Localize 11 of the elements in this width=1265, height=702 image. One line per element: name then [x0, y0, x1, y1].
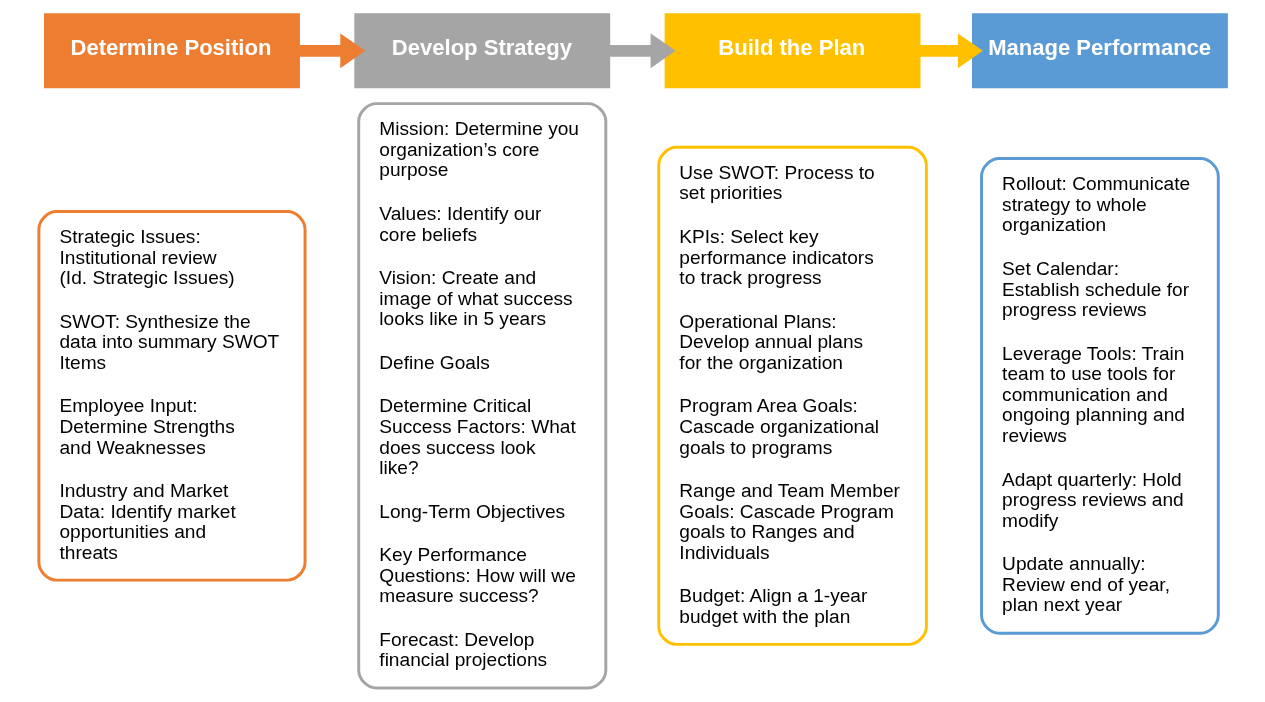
node-box: Strategic Issues: Institutional review (Id. Strategic Issues) SWOT: Synthesize the data into summary SWOT Items Employee Input: Determine Strengths and Weaknesses Industry and Market Data: Identify market opportunities and threats: [36, 210, 307, 582]
node-box: Develop Strategy: [353, 13, 610, 89]
arrow: [298, 33, 365, 69]
arrow: [919, 33, 983, 69]
node-box: Determine Position: [43, 13, 300, 89]
node-box: Rollout: Communicate strategy to whole organization Set Calendar: Establish schedule for progress reviews Leverage Tools: Train team to use tools for communication and ongoing planning and reviews Adapt quarterly: Hold progress reviews and modify Update annually: Review end of year, plan next year: [979, 157, 1220, 635]
arrow: [609, 33, 676, 69]
node-box: Use SWOT: Process to set priorities KPIs: Select key performance indicators to track progress Operational Plans: Develop annual plans for the organization Program Area Goals: Cascade organizational goals to programs Range and Team Member Goals: Cascade Program goals to Ranges and Individuals Budget: Align a 1-year budget with the plan: [656, 145, 928, 646]
node-box: Build the Plan: [664, 13, 920, 89]
node-box: Manage Performance: [971, 13, 1228, 89]
node-box: Mission: Determine you organization’s core purpose Values: Identify our core beliefs Vision: Create and image of what success looks like in 5 years Define Goals Determine Critical Success Factors: What does success look like? Long-Term Objectives Key Performance Questions: How will we measure success? Forecast: Develop financial projections: [356, 102, 607, 690]
